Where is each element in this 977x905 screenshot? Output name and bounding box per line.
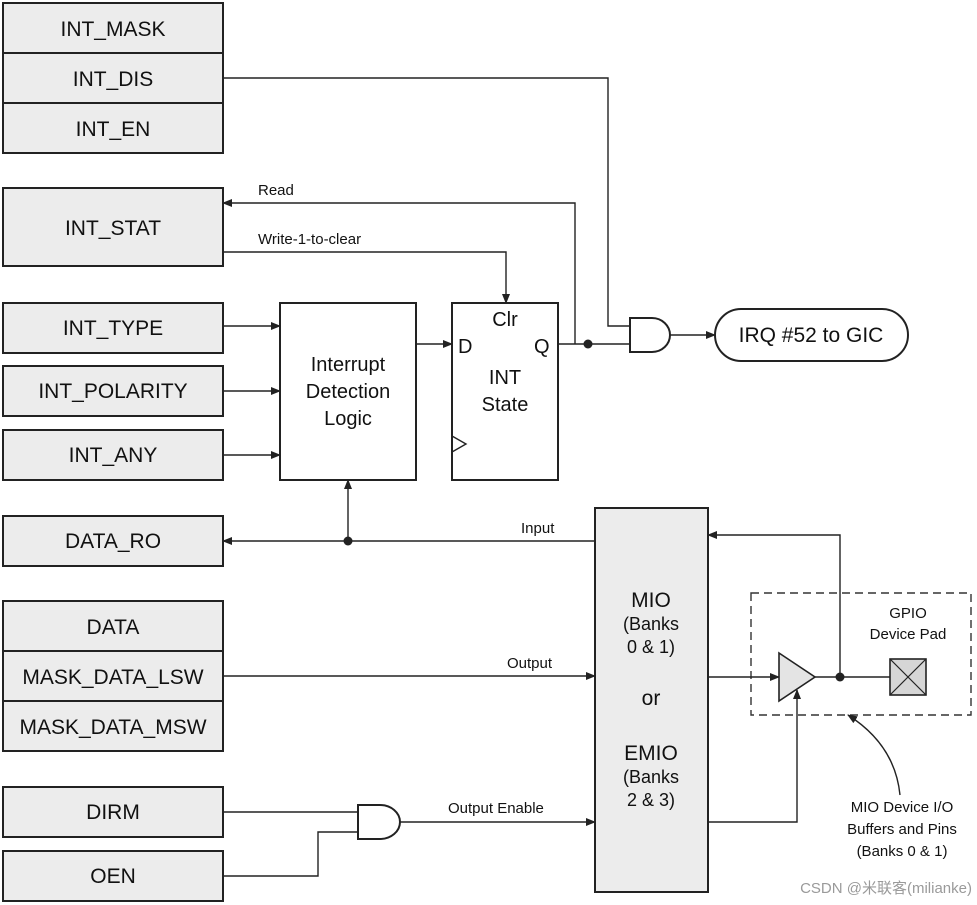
- interrupt-logic-line-3: Logic: [324, 408, 372, 430]
- wire-oen-to-gate: [223, 831, 358, 877]
- int-state-q-label: Q: [534, 336, 550, 358]
- register-int-stat: [2, 187, 224, 267]
- register-int-any-label: INT_ANY: [69, 444, 158, 467]
- register-int-mask: [2, 2, 224, 54]
- register-mask-data-msw: [2, 700, 224, 752]
- wire-int-dis-to-gate: [223, 77, 630, 327]
- signal-output-label: Output: [507, 655, 553, 672]
- signal-output-enable-label: Output Enable: [448, 800, 544, 817]
- interrupt-logic-line-1: Interrupt: [311, 354, 386, 376]
- mio-banks-line-2: 0 & 1): [627, 637, 675, 657]
- emio-label: EMIO: [624, 742, 678, 765]
- emio-banks-line-1: (Banks: [623, 767, 679, 787]
- gpio-pad-label-2: Device Pad: [870, 626, 947, 643]
- wire-pad-to-mio-input: [707, 531, 841, 677]
- register-group-int-control: INT_MASK INT_DIS INT_EN: [2, 2, 224, 154]
- register-int-stat-label: INT_STAT: [65, 217, 161, 240]
- register-int-type: [2, 302, 224, 354]
- interrupt-detection-logic-block: [279, 302, 417, 481]
- emio-banks-line-2: 2 & 3): [627, 790, 675, 810]
- mio-or-label: or: [642, 687, 661, 710]
- register-int-polarity-label: INT_POLARITY: [38, 380, 187, 403]
- register-oen-label: OEN: [90, 865, 136, 888]
- output-enable-and-gate: [357, 804, 401, 840]
- mio-buffers-caption-3: (Banks 0 & 1): [857, 843, 948, 860]
- interrupt-logic-line-2: Detection: [306, 381, 391, 403]
- register-int-polarity: [2, 365, 224, 417]
- register-data-label: DATA: [87, 616, 140, 639]
- int-state-title-1: INT: [489, 367, 521, 389]
- mio-emio-block: [594, 507, 709, 893]
- irq-to-gic-label: IRQ #52 to GIC: [739, 324, 884, 347]
- wire-buffer-enable: [708, 689, 801, 823]
- watermark-text: CSDN @米联客(milianke): [800, 880, 972, 897]
- register-mask-data-lsw-label: MASK_DATA_LSW: [22, 666, 203, 689]
- int-state-flipflop: [451, 302, 559, 481]
- signal-input-label: Input: [521, 520, 555, 537]
- register-int-any: [2, 429, 224, 481]
- wire-write-clear: [223, 251, 510, 304]
- register-int-en-label: INT_EN: [76, 118, 151, 141]
- signal-read-label: Read: [258, 182, 294, 199]
- register-mask-data-lsw: [2, 650, 224, 702]
- mio-buffers-caption-1: MIO Device I/O: [851, 799, 954, 816]
- register-data-ro-label: DATA_RO: [65, 530, 161, 553]
- gpio-pad-icon-cross-2: [889, 658, 927, 696]
- gpio-pad-region: [750, 592, 972, 716]
- gpio-pad-label-1: GPIO: [889, 605, 927, 622]
- int-state-clr-label: Clr: [492, 309, 518, 331]
- int-state-d-label: D: [458, 336, 472, 358]
- irq-and-gate: [629, 317, 671, 353]
- register-mask-data-msw-label: MASK_DATA_MSW: [19, 716, 206, 739]
- register-int-dis: [2, 52, 224, 104]
- register-dirm: [2, 786, 224, 838]
- wire-buffers-pointer: [847, 714, 901, 796]
- register-int-dis-label: INT_DIS: [73, 68, 154, 91]
- mio-buffers-caption-2: Buffers and Pins: [847, 821, 957, 838]
- register-int-type-label: INT_TYPE: [63, 317, 163, 340]
- register-dirm-label: DIRM: [86, 801, 140, 824]
- register-int-mask-label: INT_MASK: [60, 18, 165, 41]
- mio-banks-line-1: (Banks: [623, 614, 679, 634]
- wire-read: [222, 199, 576, 344]
- int-state-title-2: State: [482, 394, 529, 416]
- register-oen: [2, 850, 224, 902]
- register-int-en: [2, 102, 224, 154]
- mio-label: MIO: [631, 589, 671, 612]
- clock-input-symbol: [451, 435, 468, 453]
- signal-write-clear-label: Write-1-to-clear: [258, 231, 361, 248]
- register-data-ro: [2, 515, 224, 567]
- junction-q: [583, 339, 593, 349]
